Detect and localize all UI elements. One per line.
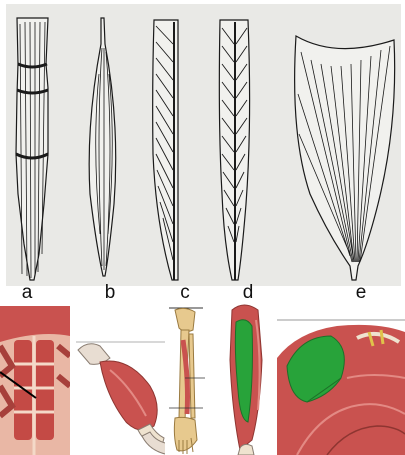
label-e: e: [346, 283, 376, 303]
engraving-panel: [6, 4, 401, 286]
anatomy-image-e: [277, 318, 405, 455]
anatomy-image-b: [70, 306, 170, 455]
engraving-illustration: [6, 4, 401, 286]
muscle-shape-d: [219, 20, 249, 280]
muscle-shape-a: [16, 18, 48, 280]
anatomy-image-a: [0, 306, 70, 455]
muscle-shape-c: [153, 20, 178, 280]
label-a: a: [12, 283, 42, 303]
muscle-shape-b: [89, 18, 116, 276]
label-b: b: [95, 283, 125, 303]
anatomy-image-c: [165, 300, 220, 455]
anatomy-image-d: [222, 300, 277, 455]
muscle-shape-e: [295, 36, 395, 280]
